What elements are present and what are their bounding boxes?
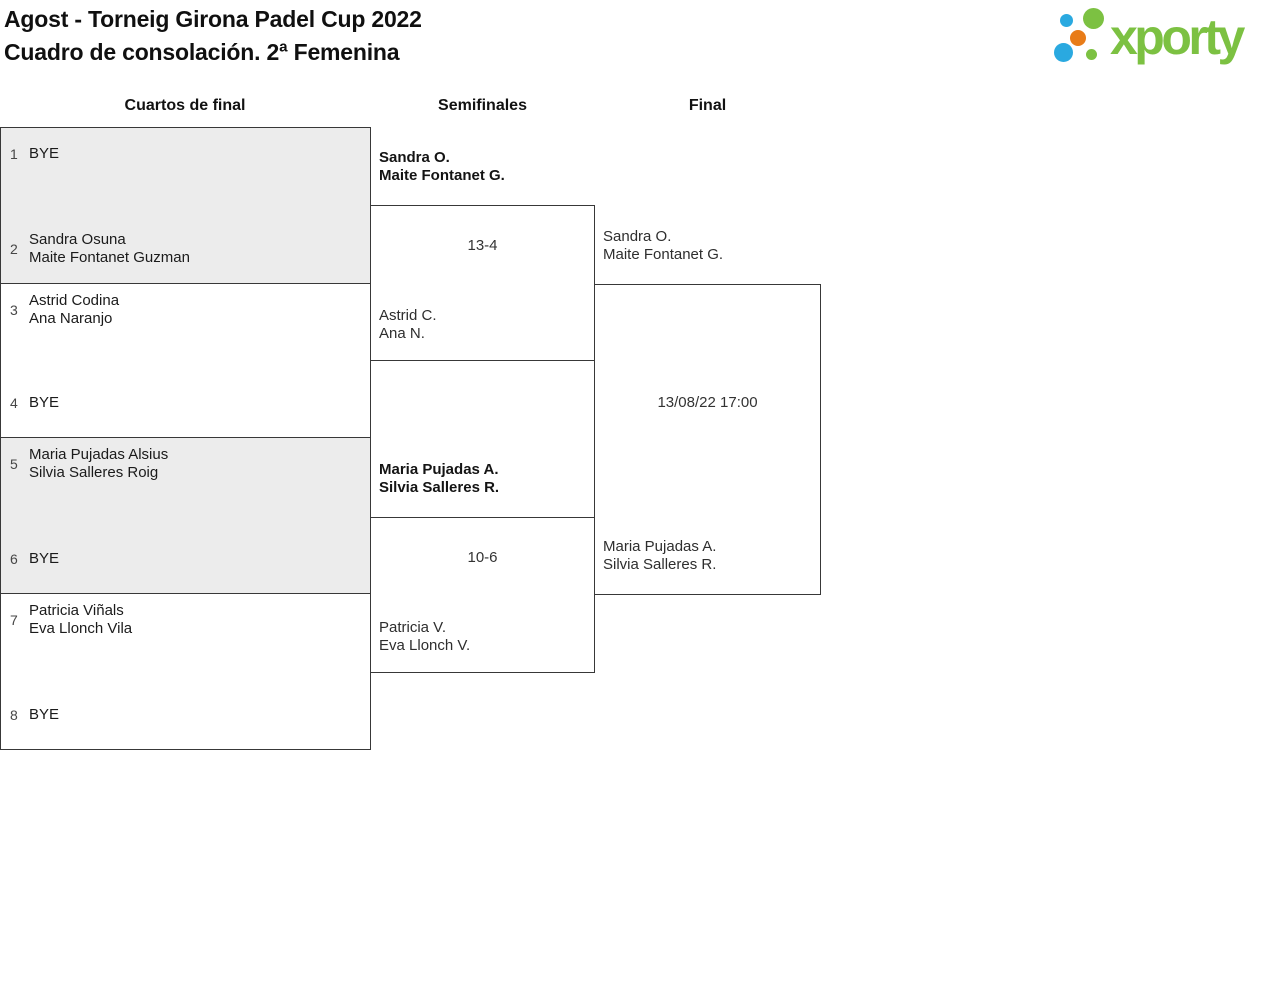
seed-number: 2 [10, 241, 18, 257]
team-line: Patricia V. [379, 619, 446, 636]
team-name: BYE [29, 394, 59, 412]
round-header-semifinals: Semifinales [438, 97, 527, 114]
team-name: Maria Pujadas Alsius Silvia Salleres Roi… [29, 446, 168, 482]
team-line: Silvia Salleres Roig [29, 464, 159, 481]
page-header: Agost - Torneig Girona Padel Cup 2022 Cu… [4, 3, 422, 69]
match-slot-bottom: 6 BYE [10, 541, 362, 577]
team-line: Maria Pujadas Alsius [29, 446, 169, 463]
team-line: Maria Pujadas A. [603, 538, 717, 555]
team-line: Eva Llonch V. [379, 637, 471, 654]
match-schedule: 13/08/22 17:00 [657, 394, 758, 411]
seed-number: 5 [10, 456, 18, 472]
match-slot-top: 3 Astrid Codina Ana Naranjo [10, 292, 362, 328]
xporty-logo[interactable]: xporty [1050, 4, 1276, 76]
team-name: Sandra O. Maite Fontanet G. [603, 228, 723, 264]
page-title: Agost - Torneig Girona Padel Cup 2022 [4, 6, 422, 32]
logo-dot-blue-big-icon [1054, 43, 1073, 62]
team-line: Sandra O. [379, 149, 450, 166]
match-slot-top: 1 BYE [10, 136, 362, 172]
logo-dot-blue-small-icon [1060, 14, 1073, 27]
match-slot-bottom: 4 BYE [10, 385, 362, 421]
qf-match-1: 1 BYE 2 Sandra Osuna Maite Fontanet Guzm… [0, 127, 371, 284]
team-line: Maite Fontanet Guzman [29, 249, 190, 266]
team-name: Astrid Codina Ana Naranjo [29, 292, 119, 328]
team-line: Sandra Osuna [29, 231, 126, 248]
logo-dot-green-small-icon [1086, 49, 1097, 60]
team-line: Eva Llonch Vila [29, 620, 133, 637]
match-slot-bottom: 2 Sandra Osuna Maite Fontanet Guzman [10, 231, 362, 267]
seed-number: 6 [10, 551, 18, 567]
qf-match-4: 7 Patricia Viñals Eva Llonch Vila 8 BYE [0, 593, 371, 750]
match-slot-top: 5 Maria Pujadas Alsius Silvia Salleres R… [10, 446, 362, 482]
seed-number: 1 [10, 146, 18, 162]
team-name: Patricia Viñals Eva Llonch Vila [29, 602, 132, 638]
match-score: 10-6 [467, 549, 498, 566]
team-name: BYE [29, 145, 59, 163]
team-name: Maria Pujadas A. Silvia Salleres R. [379, 461, 499, 497]
round-header-final: Final [688, 97, 727, 114]
team-name: BYE [29, 550, 59, 568]
seed-number: 7 [10, 612, 18, 628]
logo-dot-green-big-icon [1083, 8, 1104, 29]
seed-number: 4 [10, 395, 18, 411]
team-line: BYE [29, 706, 60, 723]
team-name: Patricia V. Eva Llonch V. [379, 619, 470, 655]
team-line: Maite Fontanet G. [379, 167, 505, 184]
quarterfinals-column: 1 BYE 2 Sandra Osuna Maite Fontanet Guzm… [0, 127, 371, 750]
team-line: Sandra O. [603, 228, 672, 245]
seed-number: 3 [10, 302, 18, 318]
team-line: Silvia Salleres R. [379, 479, 500, 496]
team-line: BYE [29, 145, 60, 162]
team-line: BYE [29, 394, 60, 411]
match-slot-bottom: 8 BYE [10, 697, 362, 733]
match-slot-top: 7 Patricia Viñals Eva Llonch Vila [10, 602, 362, 638]
team-line: Maite Fontanet G. [603, 246, 724, 263]
logo-wordmark: xporty [1110, 9, 1245, 65]
team-name: Sandra O. Maite Fontanet G. [379, 149, 505, 185]
sf-match-2: Maria Pujadas A. Silvia Salleres R. 10-6… [370, 461, 595, 673]
team-line: Ana Naranjo [29, 310, 113, 327]
qf-match-3: 5 Maria Pujadas Alsius Silvia Salleres R… [0, 437, 371, 594]
team-line: BYE [29, 550, 60, 567]
final-match: Sandra O. Maite Fontanet G. 13/08/22 17:… [594, 228, 821, 595]
sf-match-1: Sandra O. Maite Fontanet G. 13-4 Astrid … [370, 149, 595, 361]
qf-match-2: 3 Astrid Codina Ana Naranjo 4 BYE [0, 283, 371, 438]
team-name: BYE [29, 706, 59, 724]
logo-dot-orange-icon [1070, 30, 1086, 46]
seed-number: 8 [10, 707, 18, 723]
team-line: Ana N. [379, 325, 425, 342]
team-line: Astrid C. [379, 307, 437, 324]
team-line: Silvia Salleres R. [603, 556, 717, 573]
team-line: Maria Pujadas A. [379, 461, 499, 478]
team-line: Patricia Viñals [29, 602, 124, 619]
team-line: Astrid Codina [29, 292, 120, 309]
match-score: 13-4 [467, 237, 498, 254]
round-header-quarterfinals: Cuartos de final [124, 97, 246, 114]
team-name: Maria Pujadas A. Silvia Salleres R. [603, 538, 716, 574]
page-subtitle: Cuadro de consolación. 2ª Femenina [4, 39, 400, 65]
team-name: Astrid C. Ana N. [379, 307, 437, 343]
team-name: Sandra Osuna Maite Fontanet Guzman [29, 231, 190, 267]
